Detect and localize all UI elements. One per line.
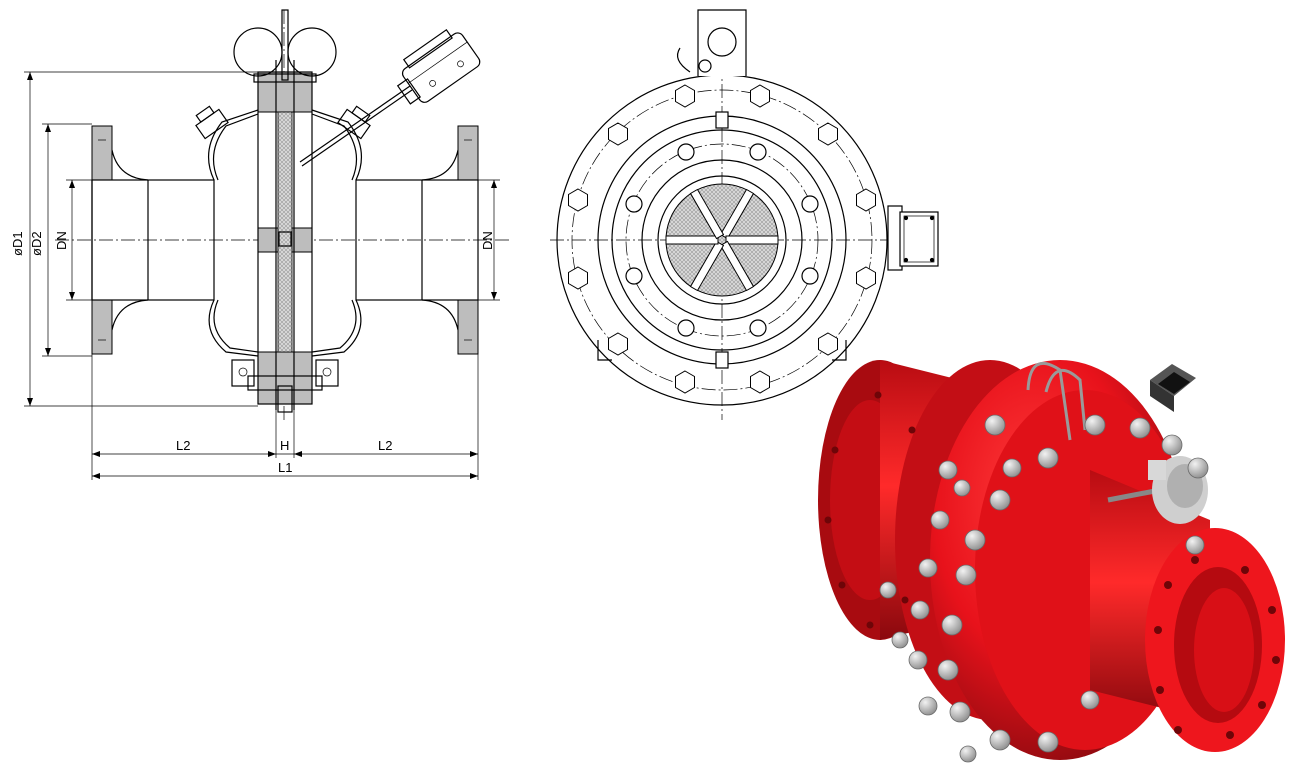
right-flange [355, 125, 479, 355]
inner-bolt-holes [625, 143, 819, 337]
center-flange [257, 60, 313, 410]
dim-label-l2-right: L2 [378, 438, 392, 453]
outer-bolts [568, 84, 876, 394]
bottom-bolts [231, 359, 339, 413]
top-lifting-eyes [233, 9, 337, 83]
render-flange-bolts [879, 414, 1209, 763]
dim-label-l1: L1 [278, 460, 292, 475]
dimension-lines [24, 71, 500, 480]
right-port [337, 105, 371, 140]
temperature-sensor [299, 28, 481, 167]
front-view [550, 9, 939, 420]
section-view: øD1 øD2 DN DN L2 H L2 L1 [10, 9, 510, 480]
disc-spokes [665, 188, 779, 292]
dim-label-h: H [280, 438, 289, 453]
render-junction-box [1150, 364, 1196, 412]
left-port [195, 105, 229, 140]
left-flange [91, 125, 215, 355]
dim-label-l2-left: L2 [176, 438, 190, 453]
housing-walls [208, 109, 362, 357]
dim-label-dn-left: DN [54, 231, 69, 250]
product-3d-render [818, 360, 1285, 763]
dim-label-d2: øD2 [29, 231, 44, 256]
dim-label-dn-right: DN [480, 231, 495, 250]
side-junction-box [887, 205, 939, 271]
top-lifting-lug [677, 9, 747, 369]
dim-label-d1: øD1 [10, 231, 25, 256]
